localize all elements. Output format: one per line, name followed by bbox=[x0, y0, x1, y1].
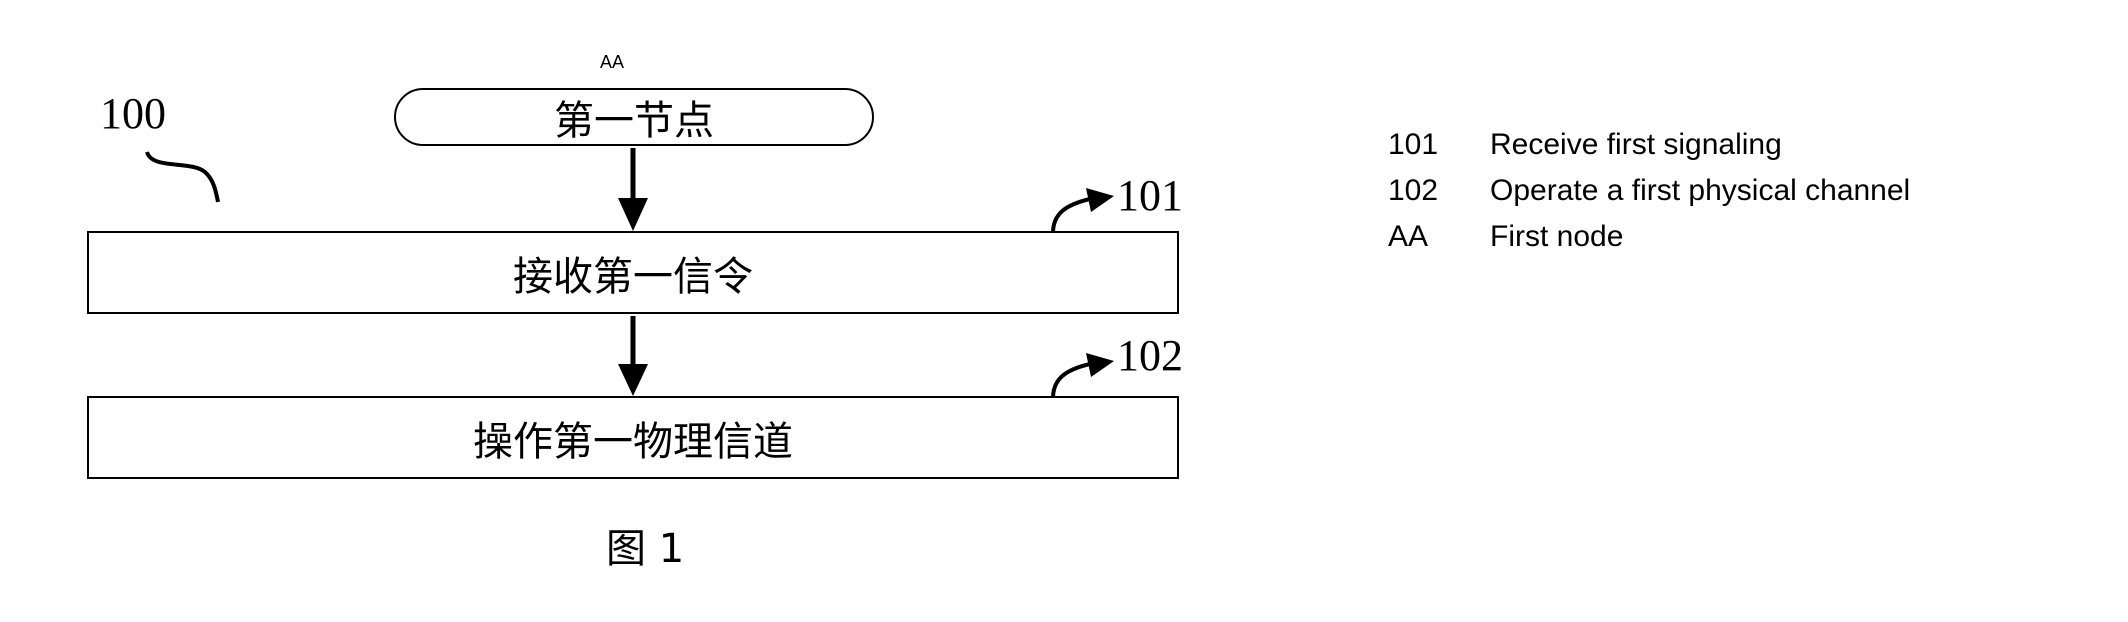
legend-row: AA First node bbox=[1388, 214, 1910, 260]
legend-text: Operate a first physical channel bbox=[1490, 174, 1911, 207]
reference-label-102: 102 bbox=[1117, 331, 1183, 380]
step-label-101: 接收第一信令 bbox=[513, 253, 753, 300]
first-node-terminal: 第一节点 bbox=[394, 88, 874, 146]
legend-key: 102 bbox=[1388, 174, 1439, 207]
legend-row: 101 Receive first signaling bbox=[1388, 122, 1910, 168]
legend-key: 101 bbox=[1388, 128, 1439, 161]
legend-key: AA bbox=[1388, 220, 1429, 253]
legend: 101 Receive first signaling 102 Operate … bbox=[1388, 122, 1910, 260]
reference-label-101: 101 bbox=[1117, 171, 1183, 220]
leader-arrow-102 bbox=[1051, 362, 1091, 399]
step-box-102: 操作第一物理信道 bbox=[87, 396, 1179, 479]
leader-arrow-101 bbox=[1051, 197, 1091, 234]
step-box-101: 接收第一信令 bbox=[87, 231, 1179, 314]
leader-arrowhead-101 bbox=[1086, 188, 1114, 212]
legend-text: First node bbox=[1490, 220, 1624, 253]
legend-text: Receive first signaling bbox=[1490, 128, 1782, 161]
node-tag-aa: AA bbox=[600, 52, 625, 72]
flow-arrowhead-101-to-102 bbox=[618, 364, 648, 396]
flow-arrowhead-node-to-101 bbox=[618, 198, 648, 231]
reference-squiggle-100 bbox=[145, 151, 220, 203]
legend-row: 102 Operate a first physical channel bbox=[1388, 168, 1910, 214]
leader-arrowhead-102 bbox=[1086, 353, 1114, 377]
step-label-102: 操作第一物理信道 bbox=[473, 418, 793, 465]
figure-caption: 图 1 bbox=[606, 526, 685, 572]
reference-label-100: 100 bbox=[100, 89, 166, 138]
first-node-label: 第一节点 bbox=[554, 98, 714, 144]
